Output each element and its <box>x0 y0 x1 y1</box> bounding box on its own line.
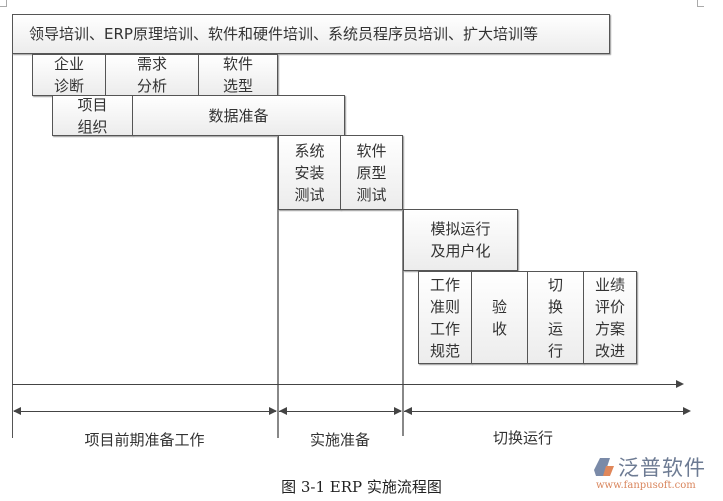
phase-span-2-right-arrow <box>394 407 402 415</box>
step-work-guidelines: 工作 准则 工作 规范 <box>418 271 472 364</box>
phase-span-2 <box>279 411 401 412</box>
step-performance-evaluation: 业绩 评价 方案 改进 <box>583 271 637 364</box>
step-enterprise-diagnosis: 企业 诊断 <box>32 54 106 96</box>
phase-divider-2 <box>402 210 404 436</box>
phase-span-1-left-arrow <box>13 407 21 415</box>
watermark-url: www.fanpusoft.com <box>596 480 696 491</box>
phase-label-implementation: 实施准备 <box>309 431 370 449</box>
step-software-prototype-test: 软件 原型 测试 <box>340 135 403 210</box>
phase-span-2-left-arrow <box>279 407 287 415</box>
timeline-left-edge <box>12 54 13 438</box>
watermark-name: 泛普软件 <box>618 456 706 480</box>
phase-span-1 <box>14 411 276 412</box>
phase-span-3-left-arrow <box>404 407 412 415</box>
corner-mark-top-right <box>697 0 704 7</box>
phase-label-cutover: 切换运行 <box>492 429 553 447</box>
phase-span-3-right-arrow <box>683 407 691 415</box>
step-software-selection: 软件 选型 <box>198 54 278 96</box>
phase-divider-1 <box>277 135 279 438</box>
step-cutover-run: 切 换 运 行 <box>527 271 584 364</box>
corner-mark-top-left <box>0 0 7 7</box>
training-banner: 领导培训、ERP原理培训、软件和硬件培训、系统员程序员培训、扩大培训等 <box>12 14 610 54</box>
step-system-install-test: 系统 安装 测试 <box>278 135 341 210</box>
figure-caption: 图 3-1 ERP 实施流程图 <box>281 478 442 496</box>
step-acceptance: 验 收 <box>471 271 528 364</box>
phase-span-1-right-arrow <box>269 407 277 415</box>
step-project-organization: 项目 组织 <box>52 95 133 136</box>
timeline-arrowhead <box>676 380 684 388</box>
phase-label-preparation: 项目前期准备工作 <box>84 431 205 449</box>
phase-span-3 <box>404 411 684 412</box>
step-simulation-customization: 模拟运行 及用户化 <box>403 209 518 271</box>
step-data-preparation: 数据准备 <box>132 95 345 136</box>
step-requirements-analysis: 需求 分析 <box>105 54 199 96</box>
fanpusoft-logo-icon <box>594 458 614 476</box>
fanpusoft-watermark: 泛普软件 www.fanpusoft.com <box>594 452 719 496</box>
timeline-axis <box>12 384 677 385</box>
